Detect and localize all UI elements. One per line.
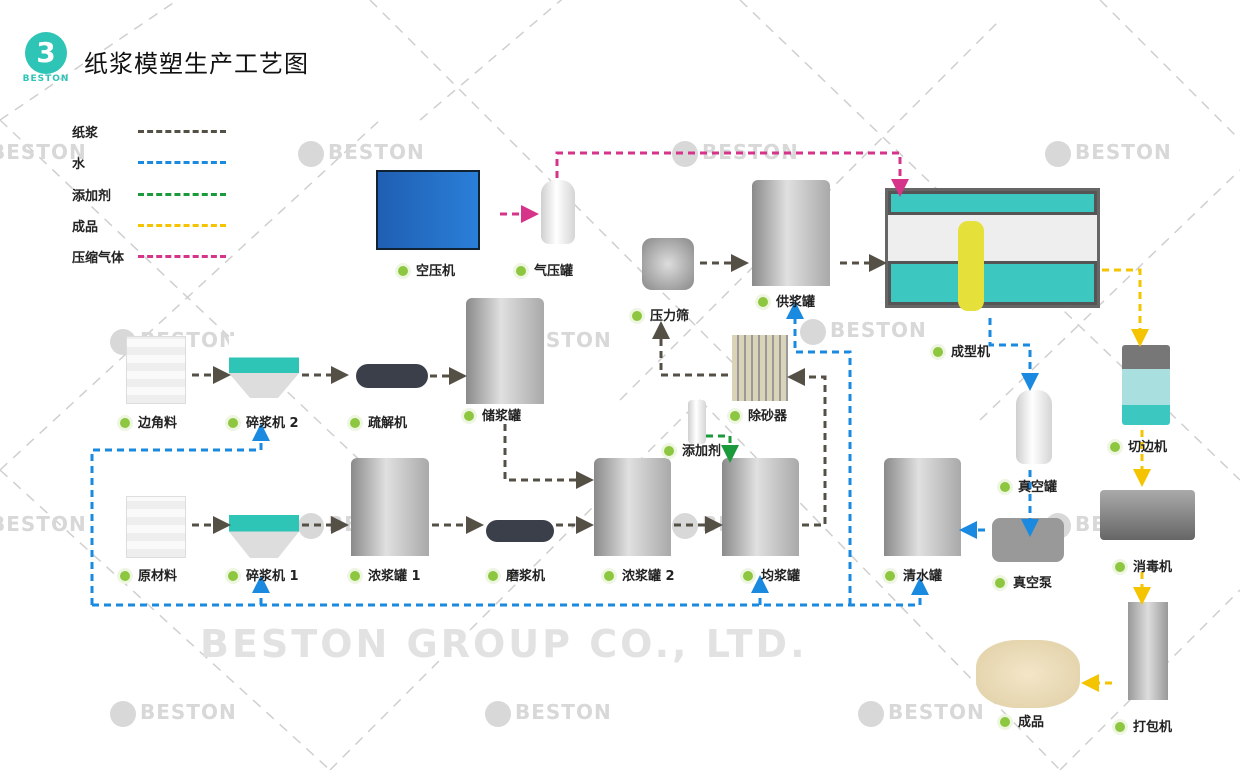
flow-pulp (652, 321, 728, 377)
watermark: BESTON (0, 140, 87, 164)
node-label-disinfection-machine: 消毒机 (1115, 556, 1172, 575)
watermark: BESTON (1045, 140, 1172, 167)
legend-label-air: 压缩气体 (72, 251, 125, 266)
node-label-packing-machine: 打包机 (1115, 716, 1172, 735)
air-tank-image (541, 180, 575, 244)
node-label-thick-tank1: 浓浆罐 1 (350, 565, 421, 584)
node-label-supply-tank: 供浆罐 (758, 291, 815, 310)
trimming-machine-image (1122, 345, 1170, 425)
legend-line-product (138, 224, 226, 227)
node-label-vacuum-pump: 真空泵 (995, 572, 1052, 591)
node-label-thick-tank2: 浓浆罐 2 (604, 565, 675, 584)
flow-additive (706, 434, 739, 463)
disinfection-machine-image (1100, 490, 1195, 540)
node-label-air-tank: 气压罐 (516, 260, 573, 279)
node-label-additive: 添加剂 (664, 440, 721, 459)
air-compressor-image (376, 170, 480, 250)
legend-label-water: 水 (72, 157, 86, 172)
mixing-tank-image (722, 458, 799, 556)
node-label-storage-tank: 储浆罐 (464, 405, 521, 424)
legend-label-product: 成品 (72, 220, 99, 235)
supply-tank-image (752, 180, 830, 286)
node-label-clean-water-tank: 清水罐 (885, 565, 942, 584)
node-label-air-compressor: 空压机 (398, 260, 455, 279)
desander-image (732, 335, 788, 401)
node-label-raw-material: 原材料 (120, 565, 177, 584)
legend-line-additive (138, 193, 226, 196)
pressure-screen-image (642, 238, 694, 290)
deflaker-image (356, 364, 428, 388)
legend-line-pulp (138, 130, 226, 133)
watermark: BESTON (800, 318, 927, 345)
company-watermark: BESTON GROUP CO., LTD. (200, 622, 808, 666)
legend-label-pulp: 纸浆 (72, 126, 99, 141)
watermark: BESTON (485, 700, 612, 727)
node-label-desander: 除砂器 (730, 405, 787, 424)
thick-tank1-image (351, 458, 429, 556)
clean-water-tank-image (884, 458, 961, 556)
forming-machine-image (885, 188, 1100, 311)
node-label-mixing-tank: 均浆罐 (743, 565, 800, 584)
node-label-scraps: 边角料 (120, 412, 177, 431)
packing-machine-image (1128, 602, 1168, 700)
node-label-pressure-screen: 压力筛 (632, 305, 689, 324)
node-label-finished-products: 成品 (1000, 711, 1044, 730)
watermark: BESTON (110, 700, 237, 727)
flow-pulp (503, 424, 594, 489)
watermark: BESTON (0, 512, 87, 536)
node-label-pulper1: 碎浆机 1 (228, 565, 299, 584)
flow-water (92, 577, 929, 607)
finished-products-image (976, 640, 1080, 708)
node-label-deflaker: 疏解机 (350, 412, 407, 431)
storage-tank-image (466, 298, 544, 404)
flow-product (1102, 268, 1149, 347)
refiner-image (486, 520, 554, 542)
thick-tank2-image (594, 458, 671, 556)
legend-label-additive: 添加剂 (72, 189, 112, 204)
scraps-image (126, 336, 186, 404)
flow-water (90, 423, 270, 605)
legend-line-water (138, 161, 226, 164)
legend-line-air (138, 255, 226, 258)
page-title: 纸浆模塑生产工艺图 (84, 50, 309, 78)
flow-water (786, 301, 852, 605)
flow-pulp (787, 368, 827, 527)
node-label-pulper2: 碎浆机 2 (228, 412, 299, 431)
vacuum-tank-image (1016, 390, 1052, 464)
raw-material-image (126, 496, 186, 558)
watermark: BESTON (858, 700, 985, 727)
node-label-forming-machine: 成型机 (933, 341, 990, 360)
node-label-trimming-machine: 切边机 (1110, 436, 1167, 455)
node-label-vacuum-tank: 真空罐 (1000, 476, 1057, 495)
additive-tank-image (688, 400, 706, 444)
flow-air (555, 151, 909, 197)
node-label-refiner: 磨浆机 (488, 565, 545, 584)
watermark: BESTON (298, 140, 425, 167)
flow-water (988, 318, 1039, 391)
